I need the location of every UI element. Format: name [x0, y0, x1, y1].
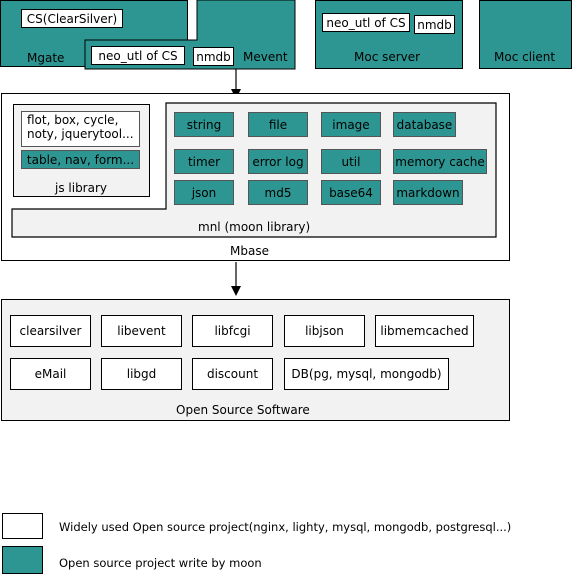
mevent-nmdb-box: nmdb — [193, 47, 234, 66]
oss-item: DB(pg, mysql, mongodb) — [284, 358, 449, 390]
legend-white-label: Widely used Open source project(nginx, l… — [59, 520, 512, 534]
mnl-module: string — [174, 112, 234, 137]
oss-item: libfcgi — [192, 315, 273, 347]
mgate-label: Mgate — [27, 51, 65, 65]
legend-teal-label: Open source project write by moon — [59, 556, 262, 570]
arrow-middle — [231, 262, 241, 296]
mnl-module: md5 — [248, 180, 308, 205]
mevent-neo-label: neo_utl of CS — [98, 48, 178, 63]
mevent-label: Mevent — [243, 50, 288, 64]
js-teal-item: table, nav, form... — [21, 150, 140, 169]
js-library-box: flot, box, cycle, noty, jquerytool... ta… — [13, 104, 150, 197]
moc-server-nmdb-box: nmdb — [414, 15, 455, 34]
moc-server-neo-label: neo_utl of CS — [326, 15, 406, 30]
moc-server-label: Moc server — [354, 50, 421, 64]
mevent-neo-box: neo_utl of CS — [91, 46, 185, 65]
js-library-label: js library — [55, 181, 108, 195]
oss-item: libevent — [101, 315, 182, 347]
oss-item: libgd — [101, 358, 182, 390]
mnl-module: error log — [248, 149, 308, 174]
mnl-module: json — [174, 180, 234, 205]
moc-server-neo-box: neo_utl of CS — [322, 13, 410, 32]
mnl-module: markdown — [393, 180, 463, 205]
legend-white-swatch — [2, 513, 43, 539]
mnl-module: memory cache — [393, 149, 487, 174]
oss-item: libmemcached — [375, 315, 474, 347]
oss-item: clearsilver — [10, 315, 91, 347]
js-white-item: flot, box, cycle, noty, jquerytool... — [21, 111, 140, 147]
clearsilver-label: CS(ClearSilver) — [26, 11, 118, 26]
moc-server-nmdb-label: nmdb — [417, 17, 452, 32]
mnl-module: file — [248, 112, 308, 137]
mnl-module: util — [321, 149, 381, 174]
oss-item: libjson — [284, 315, 365, 347]
mnl-module: base64 — [321, 180, 381, 205]
mnl-label: mnl (moon library) — [198, 220, 311, 234]
mbase-label: Mbase — [230, 244, 269, 258]
moc-client-label: Moc client — [494, 50, 556, 64]
js-teal-item-label: table, nav, form... — [26, 152, 135, 167]
oss-label: Open Source Software — [176, 403, 310, 417]
js-white-item-label: flot, box, cycle, noty, jquerytool... — [27, 113, 134, 141]
mnl-module: image — [321, 112, 381, 137]
mnl-module: database — [393, 112, 456, 137]
oss-item: eMail — [10, 358, 91, 390]
mnl-module: timer — [174, 149, 234, 174]
mevent-nmdb-label: nmdb — [196, 49, 231, 64]
moc-server-box: neo_utl of CS nmdb Moc server — [315, 0, 463, 69]
oss-item: discount — [192, 358, 273, 390]
legend-teal-swatch — [2, 546, 43, 574]
clearsilver-box: CS(ClearSilver) — [21, 9, 123, 28]
moc-client-box: Moc client — [479, 0, 572, 69]
